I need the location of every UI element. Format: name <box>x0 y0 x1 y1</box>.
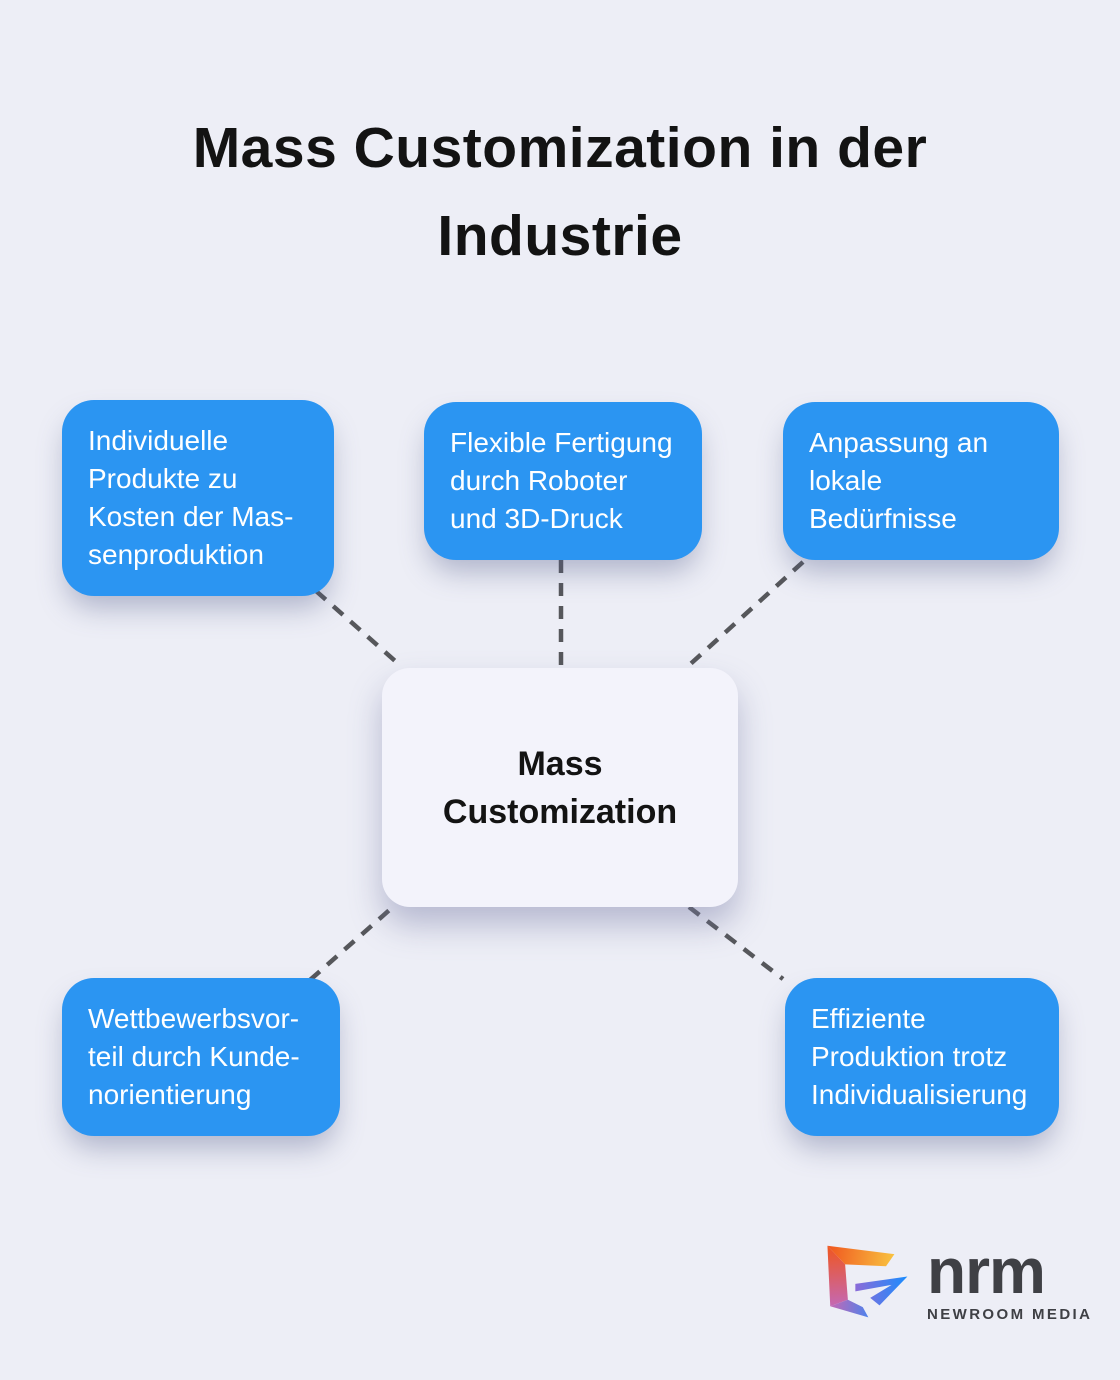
center-node: Mass Customization <box>382 668 738 907</box>
connector-top-right <box>684 560 805 670</box>
node-anpassung-lokale: Anpassung an lokale Bedürfnisse <box>783 402 1059 560</box>
node-individuelle-produkte: Individuelle Produkte zu Kosten der Mas-… <box>62 400 334 596</box>
node-label: Effiziente Produktion trotz Individualis… <box>811 1003 1028 1110</box>
node-label: Flexible Fertigung durch Roboter und 3D-… <box>450 427 673 534</box>
connector-bottom-right <box>687 905 785 981</box>
node-wettbewerbsvorteil: Wettbewerbsvor- teil durch Kunde- norien… <box>62 978 340 1136</box>
center-node-label: Mass Customization <box>442 744 678 831</box>
brand-text: nrm NEWROOM MEDIA <box>927 1235 1093 1323</box>
node-label: Individuelle Produkte zu Kosten der Mas-… <box>88 425 294 570</box>
connector-top-left <box>314 589 404 669</box>
node-label: Wettbewerbsvor- teil durch Kunde- norien… <box>88 1003 300 1110</box>
page-title: Mass Customization in der Industrie <box>192 116 928 269</box>
connector-bottom-left <box>308 904 396 982</box>
newroom-media-logo-icon <box>827 1245 908 1318</box>
node-label: Anpassung an lokale Bedürfnisse <box>809 427 989 534</box>
brand-tagline: NEWROOM MEDIA <box>927 1306 1093 1323</box>
brand-name: nrm <box>927 1235 1046 1307</box>
brand-logo: nrm NEWROOM MEDIA <box>820 1235 1093 1326</box>
node-effiziente-produktion: Effiziente Produktion trotz Individualis… <box>785 978 1059 1136</box>
node-flexible-fertigung: Flexible Fertigung durch Roboter und 3D-… <box>424 402 702 560</box>
